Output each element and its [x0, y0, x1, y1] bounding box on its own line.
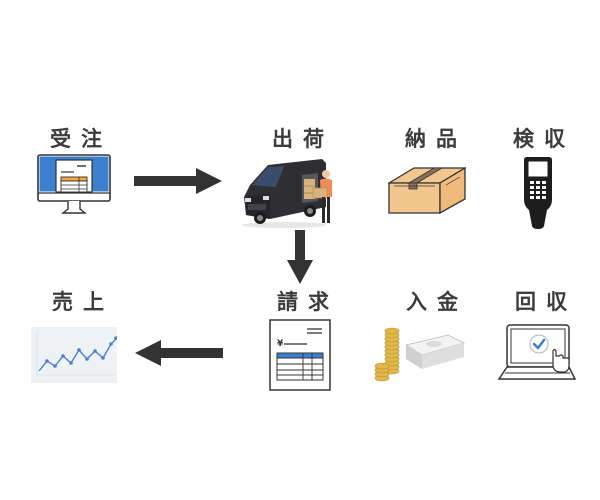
yen-symbol: ¥	[277, 339, 284, 349]
step-label-kenshu: 検収	[513, 127, 575, 151]
laptop-check-icon	[497, 323, 577, 383]
sales-line-chart-icon	[31, 327, 117, 383]
handheld-scanner-icon	[522, 156, 554, 230]
cardboard-box-icon	[388, 165, 466, 215]
step-label-juchu: 受注	[50, 127, 112, 151]
arrow-right-icon	[134, 168, 222, 194]
arrow-down-icon	[287, 230, 313, 284]
step-label-nyukin: 入金	[406, 290, 468, 314]
step-label-kaishu: 回収	[515, 290, 577, 314]
step-label-uriage: 売上	[52, 290, 114, 314]
delivery-van-icon	[240, 155, 338, 231]
arrow-left-icon	[135, 340, 223, 366]
step-label-seikyu: 請求	[277, 290, 339, 314]
step-label-shukka: 出荷	[272, 127, 334, 151]
coins-and-bills-icon	[372, 323, 468, 385]
invoice-icon: ¥	[269, 319, 331, 391]
step-label-nohin: 納品	[405, 127, 467, 151]
monitor-order-form-icon	[37, 154, 111, 216]
